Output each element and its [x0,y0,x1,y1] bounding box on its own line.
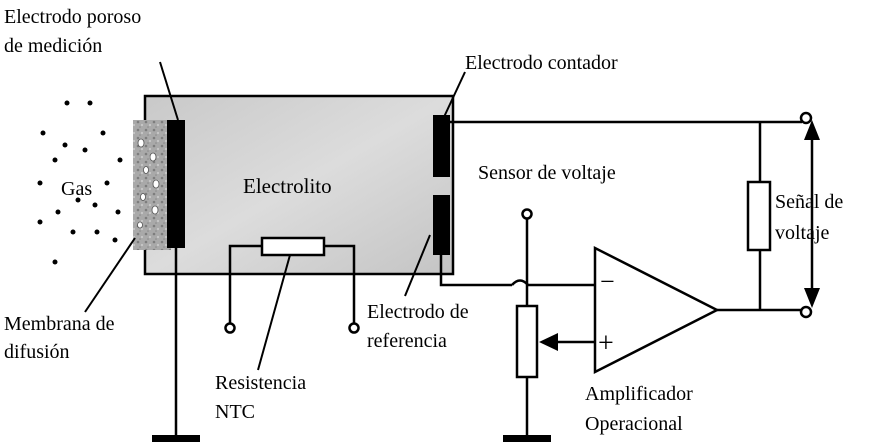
potentiometer-wiper-arrow [539,333,558,351]
output-terminal-bottom [799,305,813,319]
measuring-electrode-label-2: de medición [4,35,102,57]
ntc-label-2: NTC [215,401,255,423]
membrane-label-2: difusión [4,341,70,363]
reference-electrode-label-2: referencia [367,330,447,352]
amplifier-label-2: Operacional [585,413,683,435]
sensor-terminal [521,208,533,220]
voltage-sensor-label: Sensor de voltaje [478,162,616,184]
counter-electrode [433,115,450,177]
ntc-label-1: Resistencia [215,372,306,394]
counter-electrode-label: Electrodo contador [465,52,618,74]
ground-right [503,435,551,442]
ntc-terminal-left [224,322,236,334]
opamp-minus-sign: − [600,267,615,296]
reference-electrode-label-1: Electrodo de [367,301,469,323]
circuit-wires [174,120,802,437]
reference-electrode [433,195,450,255]
signal-resistor [746,180,772,252]
op-amp [593,245,720,375]
amplifier-label-1: Amplificador [585,383,693,405]
ntc-terminal-right [348,322,360,334]
potentiometer [515,304,539,379]
signal-label-1: Señal de [775,191,843,213]
ground-left [152,435,200,442]
gas-label: Gas [61,178,92,200]
electrolyte-label: Electrolito [243,174,332,198]
membrane-pores [137,138,160,229]
opamp-plus-sign: + [598,328,614,359]
membrane-label-1: Membrana de [4,313,115,335]
measuring-electrode-label-1: Electrodo poroso [4,6,141,28]
ntc-resistor [260,236,326,257]
output-terminal-top [799,111,813,125]
measuring-electrode [167,120,185,248]
leader-lines [84,61,466,371]
gas-molecules [37,100,123,265]
signal-label-2: voltaje [775,222,830,244]
signal-arrow [804,120,820,308]
